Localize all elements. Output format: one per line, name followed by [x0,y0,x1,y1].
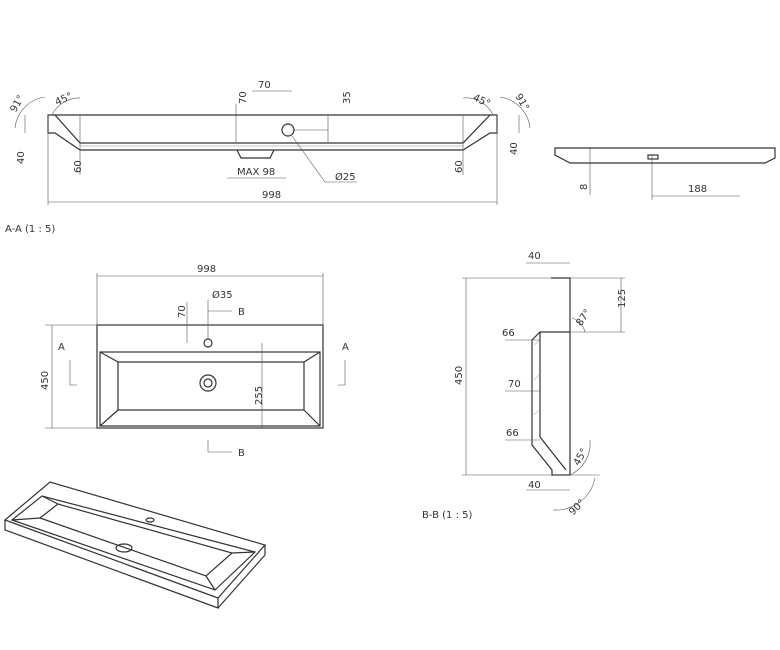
dim-angle-87: 87° [574,308,593,329]
dim-450-bb: 450 [454,366,465,385]
dim-diameter-25: Ø25 [335,171,356,183]
section-marker-b-top: B [238,307,245,318]
angle-arc [14,96,46,129]
section-marker-a-left: A [58,342,65,353]
dim-70-height: 70 [238,91,249,104]
dim-998-top: 998 [197,264,216,275]
iso-front-edge [4,520,219,609]
isometric-view [3,481,267,609]
bevel-line [303,351,321,363]
dim-40-right: 40 [509,142,520,155]
sink-outline-top [96,324,324,429]
leader-line [291,135,357,183]
section-a-arrow-right [338,360,346,386]
bevel-line [205,575,216,591]
dim-450-top: 450 [40,371,51,390]
dim-66-bottom: 66 [506,428,519,439]
dim-60-left: 60 [73,160,84,173]
iso-side-edge [217,554,266,609]
bevel-line [303,409,321,427]
angle-arc [499,96,531,129]
bevel-line [99,351,119,363]
basin-rim [99,351,321,427]
basin-floor [117,361,305,411]
iso-tap-hole [145,517,155,523]
iso-drain-hole [115,543,133,553]
angle-arc [571,317,586,333]
side-view: 8 188 [554,147,776,200]
dim-70-bb: 70 [508,379,521,390]
dim-60-right: 60 [454,160,465,173]
drain-hole-inner [203,378,213,388]
section-bb-view: 40 125 87° 66 450 70 66 45° 40 90° B-B (… [422,251,628,521]
angle-arc [569,439,591,476]
hatch-line [533,373,541,381]
hatch-line [533,339,541,346]
dim-35: 35 [342,91,353,104]
dim-66-top: 66 [502,328,515,339]
sink-section-outline [47,114,498,151]
bevel-line [231,551,256,554]
top-view: 998 Ø35 70 450 255 A A B B [40,264,349,459]
dim-angle-45-left: 45° [54,91,75,108]
bevel-line [41,495,59,505]
dim-70-width: 70 [258,80,271,91]
dim-998-aa: 998 [262,190,281,201]
dim-angle-91-right: 91° [512,92,530,113]
angle-arc [51,97,81,116]
section-bb-label: B-B (1 : 5) [422,510,473,521]
bevel-line [99,409,119,427]
hatch-line [533,408,541,416]
dim-255: 255 [254,386,265,405]
dim-8: 8 [579,184,590,190]
dim-max-98: MAX 98 [237,167,275,178]
section-aa-view: 91° 45° 45° 91° 70 70 35 40 60 MAX 98 Ø2… [5,80,531,235]
tap-hole [203,338,213,348]
dim-40-bb-top: 40 [528,251,541,262]
bb-inner-profile [539,332,567,471]
dim-125: 125 [617,289,628,308]
basin-inner-profile [54,114,491,144]
angle-arc [462,97,494,116]
iso-top-outline [3,481,267,599]
dim-diameter-35: Ø35 [212,289,233,301]
dim-angle-91-left: 91° [9,94,27,115]
dim-40-left: 40 [16,151,27,164]
dim-angle-90: 90° [567,498,587,518]
dim-40-bb-bottom: 40 [528,480,541,491]
drain-hole [199,374,217,392]
section-a-arrow-left [69,360,77,386]
drain-notch [236,149,275,159]
section-marker-b-bottom: B [238,448,245,459]
bevel-line [11,517,41,521]
drain-marker [647,154,659,160]
dim-angle-45-right: 45° [471,93,492,110]
dim-188: 188 [688,184,707,195]
side-profile [554,147,776,164]
angle-arc [552,477,596,511]
iso-basin-rim [10,495,257,591]
section-aa-label: A-A (1 : 5) [5,224,55,235]
dim-70-top: 70 [177,305,188,318]
section-marker-a-right: A [342,342,349,353]
